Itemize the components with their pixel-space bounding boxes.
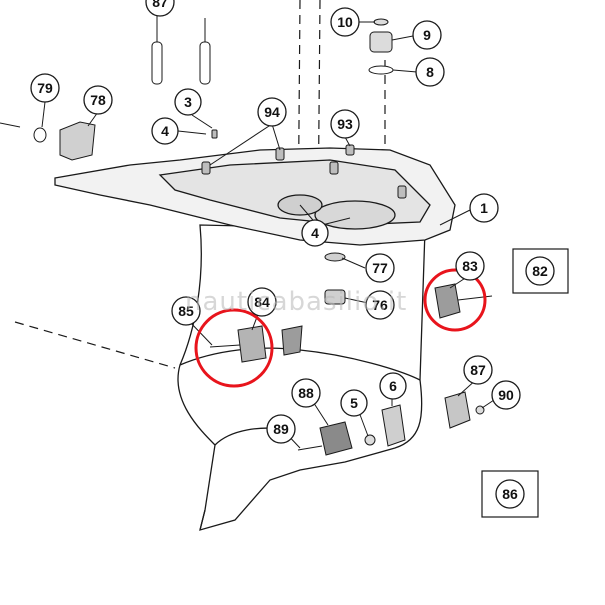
callout-number: 8: [426, 64, 434, 80]
callout-number: 9: [423, 27, 431, 43]
callout-number: 89: [273, 421, 289, 437]
callout-circle: [330, 7, 360, 37]
callout-4a: 4: [151, 117, 179, 145]
callout-9: 9: [412, 20, 442, 50]
callout-circle: [415, 57, 445, 87]
callout-circle: [365, 253, 395, 283]
callout-79: 79: [30, 73, 60, 103]
highlight-circles: [194, 268, 487, 388]
callout-8: 8: [415, 57, 445, 87]
callout-circle: [469, 193, 499, 223]
seal-stack: [368, 18, 394, 75]
callout-1: 1: [469, 193, 499, 223]
callout-number: 1: [480, 200, 488, 216]
callout-85: 85: [171, 296, 201, 326]
callout-circle: [330, 109, 360, 139]
callout-number: 82: [532, 263, 548, 279]
callout-partial-top: 87: [145, 0, 175, 17]
callout-number: 10: [337, 14, 353, 30]
callout-number: 5: [350, 395, 358, 411]
callout-3: 3: [174, 88, 202, 116]
callout-circle: [266, 414, 296, 444]
callout-number: 85: [178, 303, 194, 319]
callout-circle: [463, 355, 493, 385]
callout-88: 88: [291, 378, 321, 408]
callout-number: 88: [298, 385, 314, 401]
callout-87: 87: [463, 355, 493, 385]
callout-number: 83: [462, 258, 478, 274]
callout-number: 79: [37, 80, 53, 96]
callout-number: 3: [184, 94, 192, 110]
callout-circle: [174, 88, 202, 116]
callout-circle: [495, 479, 525, 509]
callout-93: 93: [330, 109, 360, 139]
callout-circle: [455, 251, 485, 281]
callout-number: 4: [161, 123, 169, 139]
callout-circle: [151, 117, 179, 145]
studs: [201, 129, 407, 199]
callout-86: 86: [495, 479, 525, 509]
callout-circle: [30, 73, 60, 103]
reference-boxes: [481, 248, 569, 518]
callout-circle: [301, 219, 329, 247]
callout-circle: [247, 287, 277, 317]
callout-10: 10: [330, 7, 360, 37]
highlight-circle-84: [194, 308, 274, 388]
callout-84: 84: [247, 287, 277, 317]
callout-number: 78: [90, 92, 106, 108]
callout-circle: [257, 97, 287, 127]
callout-circle: [379, 372, 407, 400]
callout-number: 76: [372, 297, 388, 313]
callout-83: 83: [455, 251, 485, 281]
callout-circle: [291, 378, 321, 408]
callout-labels: 87 10 9 8 79 78 3 94 93 4 1 4 77 76 83 82 85 84 87 90 88 5 6 89…: [30, 0, 555, 509]
callout-6: 6: [379, 372, 407, 400]
callout-number: 4: [311, 225, 319, 241]
left-parts: [0, 121, 96, 161]
part-84: [209, 325, 303, 363]
callout-circle: [525, 256, 555, 286]
callout-5: 5: [340, 389, 368, 417]
part-87: [444, 391, 485, 429]
upper-pins: [151, 12, 211, 85]
callout-number: 90: [498, 387, 514, 403]
callout-76: 76: [365, 290, 395, 320]
lower-parts: [297, 404, 406, 456]
callout-number: 93: [337, 116, 353, 132]
part-83: [434, 283, 493, 319]
callout-circle: [145, 0, 175, 17]
callout-circle: [83, 85, 113, 115]
center-parts: [324, 252, 346, 305]
watermark: nauticabasilio.it: [185, 287, 407, 317]
callout-number: 6: [389, 378, 397, 394]
callout-number: 87: [152, 0, 168, 10]
callout-circle: [412, 20, 442, 50]
callout-78: 78: [83, 85, 113, 115]
callout-circle: [491, 380, 521, 410]
callout-number: 84: [254, 294, 270, 310]
callout-82: 82: [525, 256, 555, 286]
highlight-circle-83: [423, 268, 487, 332]
callout-4b: 4: [301, 219, 329, 247]
callout-90: 90: [491, 380, 521, 410]
callout-number: 94: [264, 104, 280, 120]
callout-number: 87: [470, 362, 486, 378]
callout-94: 94: [257, 97, 287, 127]
anti-ventilation-plate: [54, 147, 456, 246]
callout-89: 89: [266, 414, 296, 444]
callout-circle: [171, 296, 201, 326]
callout-number: 77: [372, 260, 388, 276]
callout-77: 77: [365, 253, 395, 283]
callout-circle: [365, 290, 395, 320]
callout-circle: [340, 389, 368, 417]
callout-number: 86: [502, 486, 518, 502]
